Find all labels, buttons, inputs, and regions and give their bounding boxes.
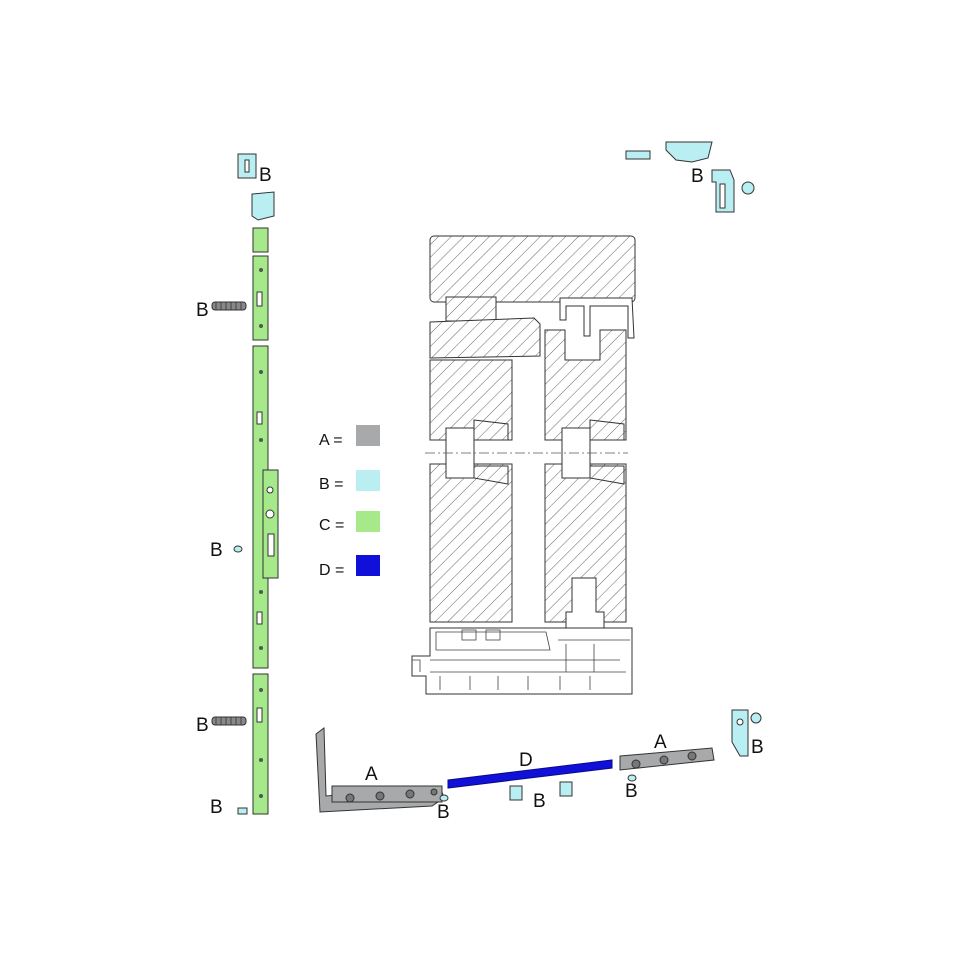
corner-connector xyxy=(251,191,275,221)
vertical-locking-bar xyxy=(237,153,279,815)
label-b-screw-lower: B xyxy=(196,715,209,736)
bar-hole xyxy=(259,370,263,374)
label-b-right-bracket: B xyxy=(751,737,764,758)
label-b-bottom: B xyxy=(210,797,223,818)
label-b-top-keeper: B xyxy=(259,165,272,186)
bar-hole xyxy=(259,324,263,328)
bar-hole xyxy=(259,646,263,650)
legend-b-label: B = xyxy=(319,476,343,493)
bar-hole xyxy=(259,688,263,692)
legend-d-swatch xyxy=(356,555,380,576)
door-cross-section xyxy=(411,235,636,695)
label-b-runner-right: B xyxy=(625,781,638,802)
top-right-parts xyxy=(625,141,755,213)
label-b-top-right: B xyxy=(691,166,704,187)
gearbox-lock xyxy=(262,469,279,579)
bar-hole xyxy=(259,794,263,798)
bar-hole xyxy=(259,590,263,594)
bar-slot xyxy=(256,707,263,723)
small-part-runner-left xyxy=(439,794,449,802)
top-keeper-slot xyxy=(244,159,250,173)
gearbox-hole xyxy=(266,486,274,494)
bead-left-top xyxy=(473,419,509,441)
bar-slot xyxy=(256,411,263,425)
label-a-left: A xyxy=(365,764,378,785)
runner-connecting-bar xyxy=(447,759,613,789)
bar-slot xyxy=(256,291,263,307)
small-part-runner-right xyxy=(627,774,637,782)
screw-upper xyxy=(211,301,247,311)
clip-2 xyxy=(559,781,573,797)
label-b-screw-upper: B xyxy=(196,300,209,321)
label-d: D xyxy=(519,750,533,771)
legend: A = B = C = D = xyxy=(319,425,380,579)
bead-right-top xyxy=(589,419,625,441)
threshold-profile xyxy=(411,627,633,695)
clip-1 xyxy=(509,785,523,801)
legend-d-label: D = xyxy=(319,562,344,579)
label-a-right: A xyxy=(654,732,667,753)
runner-left xyxy=(315,727,445,813)
bead-left-bottom xyxy=(473,465,509,485)
top-cover-profile xyxy=(559,297,635,339)
label-b-middle: B xyxy=(210,540,223,561)
spindle-hole xyxy=(265,509,275,519)
left-sash-lower xyxy=(429,463,513,623)
left-sash-top xyxy=(429,317,541,359)
top-guide-block xyxy=(665,141,713,163)
legend-b-swatch xyxy=(356,470,380,491)
label-b-runner-left: B xyxy=(437,802,450,823)
legend-a-swatch xyxy=(356,425,380,446)
top-roller xyxy=(741,181,755,195)
legend-a-label: A = xyxy=(319,432,343,449)
pivot-slot xyxy=(719,183,726,209)
part-labels: B B B B B B A D A B B B B xyxy=(196,165,764,823)
cylinder-hole xyxy=(267,533,275,557)
bar-hole xyxy=(259,438,263,442)
small-part-middle xyxy=(233,545,243,553)
label-b-clips: B xyxy=(533,791,546,812)
bar-hole xyxy=(259,268,263,272)
bottom-right-bracket xyxy=(731,709,762,757)
legend-c-swatch xyxy=(356,511,380,532)
bar-segment-bottom xyxy=(252,673,269,815)
top-frame-block xyxy=(429,235,636,303)
legend-c-label: C = xyxy=(319,517,344,534)
bar-slot xyxy=(256,611,263,625)
small-part-bottom xyxy=(237,807,248,815)
top-pin xyxy=(625,150,651,160)
bar-hole xyxy=(259,758,263,762)
frame-insert xyxy=(445,296,497,322)
runner-right xyxy=(619,747,715,771)
bar-segment-top xyxy=(252,227,269,253)
screw-lower xyxy=(211,716,247,726)
bead-right-bottom xyxy=(589,465,625,485)
